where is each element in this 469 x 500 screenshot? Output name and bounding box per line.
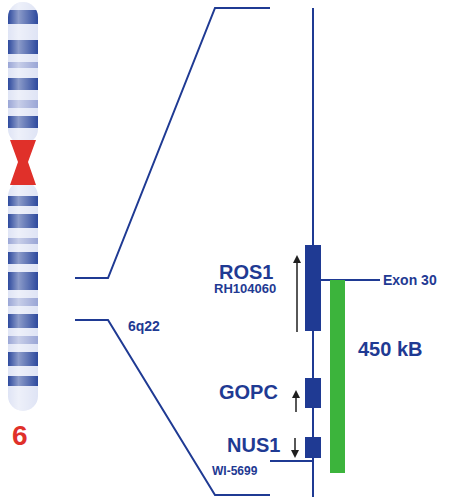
zoom-line bbox=[75, 8, 270, 278]
gene-name: ROS1 bbox=[219, 261, 273, 284]
exon-tick bbox=[313, 279, 380, 281]
arrow-head bbox=[291, 450, 299, 458]
span-bar bbox=[330, 280, 345, 473]
annotation-label: 6q22 bbox=[128, 318, 160, 334]
arrow-head bbox=[293, 255, 301, 263]
gene-name: GOPC bbox=[219, 381, 278, 404]
annotation-label: RH104060 bbox=[214, 281, 276, 296]
gene-box: ROS1 bbox=[305, 245, 321, 331]
arrow-head bbox=[292, 390, 300, 398]
annotation-label: Exon 30 bbox=[383, 272, 437, 288]
gene-box: NUS1 bbox=[305, 437, 321, 458]
centromere bbox=[10, 140, 36, 185]
annotation-label: 450 kB bbox=[358, 338, 423, 361]
direction-arrow bbox=[295, 397, 297, 412]
chromosome-arm bbox=[8, 2, 38, 144]
direction-arrow bbox=[294, 438, 296, 451]
marker-tick bbox=[270, 460, 313, 462]
annotation-label: 6 bbox=[12, 420, 28, 452]
direction-arrow bbox=[296, 262, 298, 332]
zoom-line bbox=[75, 320, 270, 495]
annotation-label: WI-5699 bbox=[212, 464, 257, 478]
gene-name: NUS1 bbox=[227, 434, 280, 457]
chromosome-arm bbox=[8, 181, 38, 411]
gene-box: GOPC bbox=[305, 378, 321, 408]
